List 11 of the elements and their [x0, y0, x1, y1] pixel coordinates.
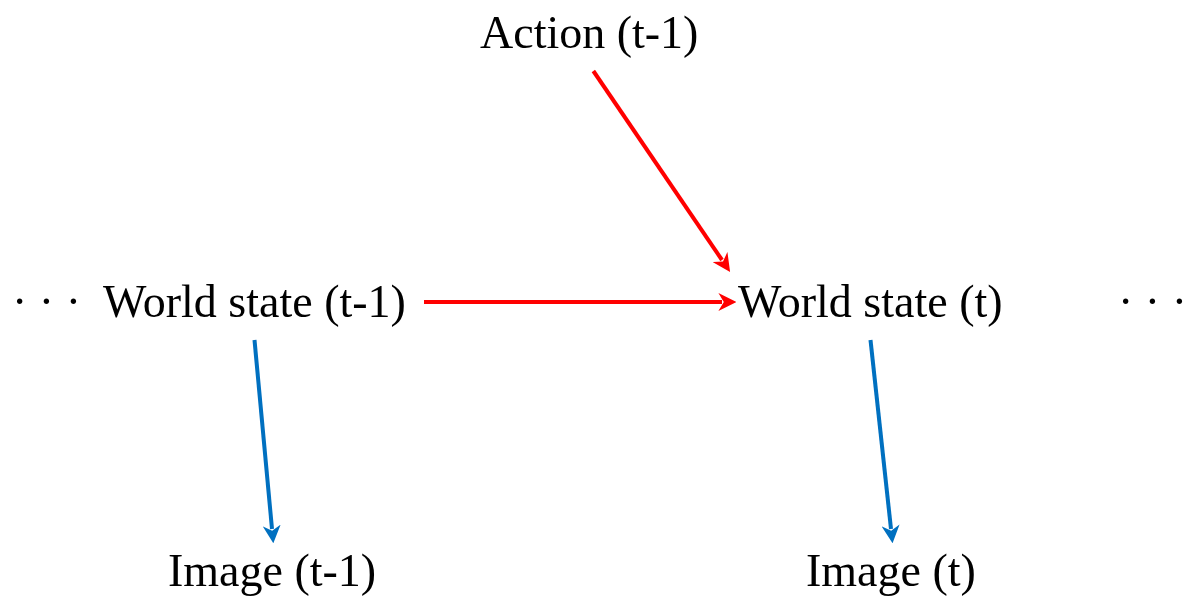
ellipsis-text: · · ·	[1118, 275, 1187, 329]
arrow	[252, 339, 281, 544]
ellipsis-text: · · ·	[12, 275, 81, 329]
node-label: Image (t)	[806, 543, 976, 599]
node-label: World state (t)	[738, 274, 1003, 330]
node-label: Action (t-1)	[480, 5, 699, 61]
arrow	[868, 339, 900, 544]
arrow	[424, 293, 737, 311]
node-label: World state (t-1)	[103, 274, 406, 330]
node-label: Image (t-1)	[168, 543, 377, 599]
arrow	[591, 69, 731, 272]
